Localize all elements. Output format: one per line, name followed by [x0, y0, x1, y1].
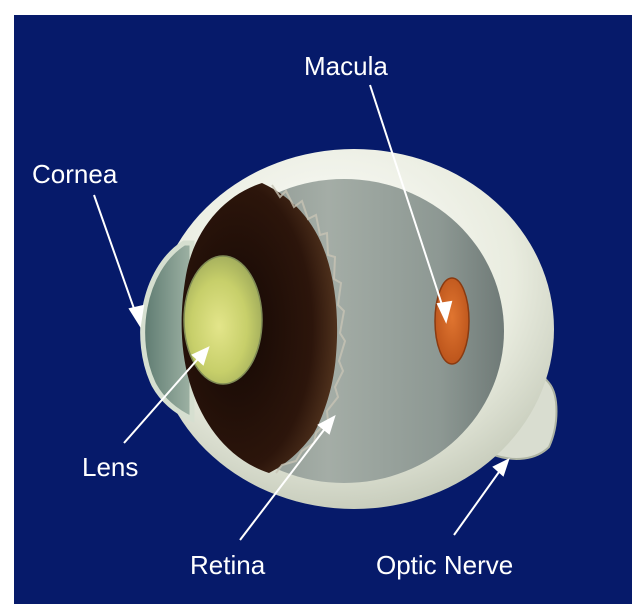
cornea-label: Cornea [32, 161, 117, 187]
macula-spot [435, 278, 469, 364]
macula-label: Macula [304, 53, 388, 79]
cornea-pointer [94, 195, 138, 320]
lens-label: Lens [82, 454, 138, 480]
lens-shape [184, 256, 262, 384]
eye-illustration [14, 15, 632, 604]
optic-nerve-pointer-arrowhead [494, 460, 508, 475]
eye-diagram: Macula Cornea Lens Retina Optic Nerve [14, 15, 632, 604]
retina-label: Retina [190, 552, 265, 578]
optic-nerve-label: Optic Nerve [376, 552, 513, 578]
cornea-pointer-arrowhead [130, 306, 143, 325]
